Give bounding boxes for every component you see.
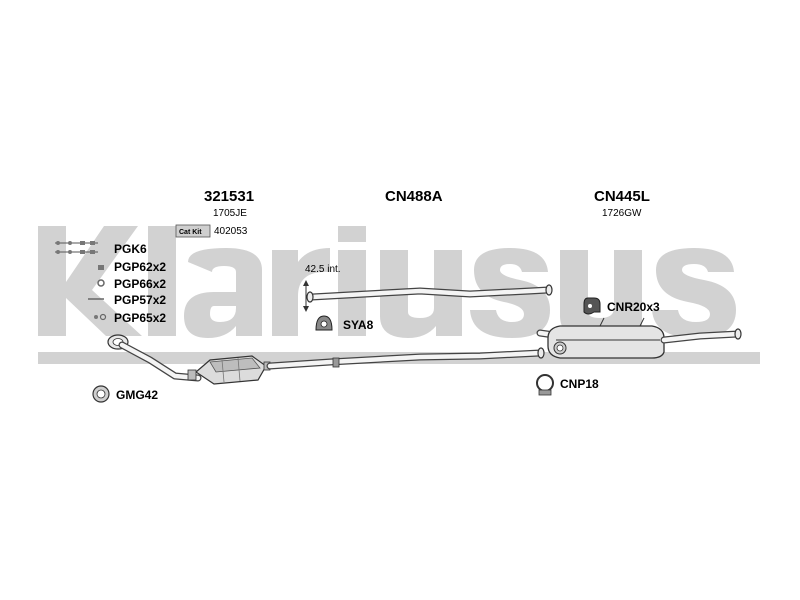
kit-item-label: PGP65x2 (114, 311, 166, 325)
catalytic-converter (187, 355, 271, 385)
front-pipe (306, 284, 553, 303)
rear-silencer-part-number: CN445L (594, 188, 650, 205)
front-pipe-part-number: CN488A (385, 188, 443, 205)
cat-kit-number: 402053 (214, 226, 248, 237)
gasket-icon (92, 385, 110, 403)
gasket-label: GMG42 (116, 388, 158, 402)
rear-silencer-sub-number: 1726GW (602, 208, 642, 219)
intermediate-pipe (266, 347, 545, 370)
kit-item-label: PGK6 (114, 242, 147, 256)
dimension-label: 42.5 int. (305, 264, 341, 275)
catalyst-sub-number: 1705JE (213, 208, 247, 219)
catalyst-part-number: 321531 (204, 188, 254, 205)
cat-kit-badge-text: Cat Kit (179, 229, 202, 236)
nut-icon (98, 265, 104, 270)
downpipe (107, 334, 202, 382)
clamp-icon (536, 374, 554, 396)
mounting-rubber-icon (315, 315, 333, 331)
washer-icon (97, 279, 105, 287)
rubber-hanger-icon (583, 297, 601, 315)
rear-silencer (536, 317, 742, 359)
kit-item-label: PGP66x2 (114, 277, 166, 291)
clamp-label: CNP18 (560, 377, 599, 391)
kit-item-label: PGP57x2 (114, 293, 166, 307)
mounting-rubber-label: SYA8 (343, 318, 374, 332)
bolt-set-icon (55, 241, 98, 254)
spring-icon (94, 313, 107, 321)
kit-item-label: PGP62x2 (114, 260, 166, 274)
dimension-arrow (303, 280, 309, 312)
rubber-hanger-label: CNR20x3 (607, 300, 660, 314)
cat-kit-badge: Cat Kit (175, 224, 211, 238)
